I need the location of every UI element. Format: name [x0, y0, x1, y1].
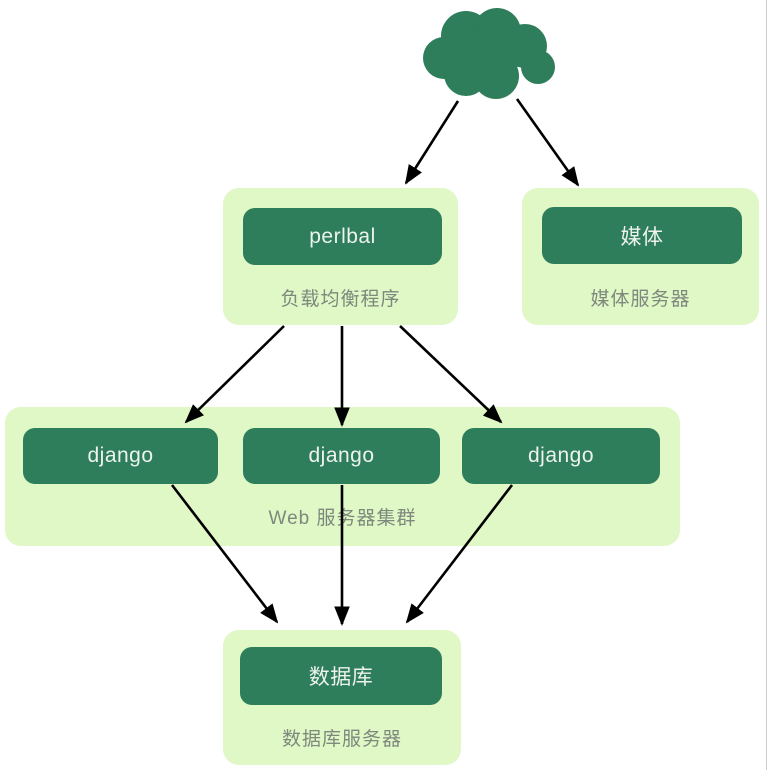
node-perlbal: perlbal — [243, 208, 442, 265]
node-database-label: 数据库 — [308, 666, 374, 689]
node-django-3-label: django — [527, 444, 595, 467]
caption-web-cluster: Web 服务器集群 — [268, 508, 417, 529]
node-django-1-label: django — [87, 444, 154, 467]
group-database-server: 数据库 数据库服务器 — [223, 630, 461, 765]
node-database: 数据库 — [240, 647, 442, 705]
node-django-3: django — [462, 428, 660, 484]
group-media-server: 媒体 媒体服务器 — [522, 188, 759, 325]
node-media: 媒体 — [542, 207, 742, 264]
edge-cloud-media — [515, 98, 580, 187]
caption-load-balancer: 负载均衡程序 — [280, 289, 401, 310]
cloud-icon — [423, 8, 555, 99]
node-perlbal-label: perlbal — [309, 224, 376, 248]
node-media-label: 媒体 — [620, 225, 664, 249]
page-edge-divider — [766, 0, 767, 770]
node-django-1: django — [23, 428, 218, 484]
caption-media-server: 媒体服务器 — [590, 289, 691, 310]
group-web-cluster: django django django Web 服务器集群 — [5, 407, 680, 546]
group-load-balancer: perlbal 负载均衡程序 — [223, 188, 458, 325]
node-django-2-label: django — [308, 444, 375, 467]
caption-database-server: 数据库服务器 — [281, 729, 402, 750]
edge-cloud-perlbal — [404, 100, 460, 185]
node-django-2: django — [243, 428, 440, 484]
